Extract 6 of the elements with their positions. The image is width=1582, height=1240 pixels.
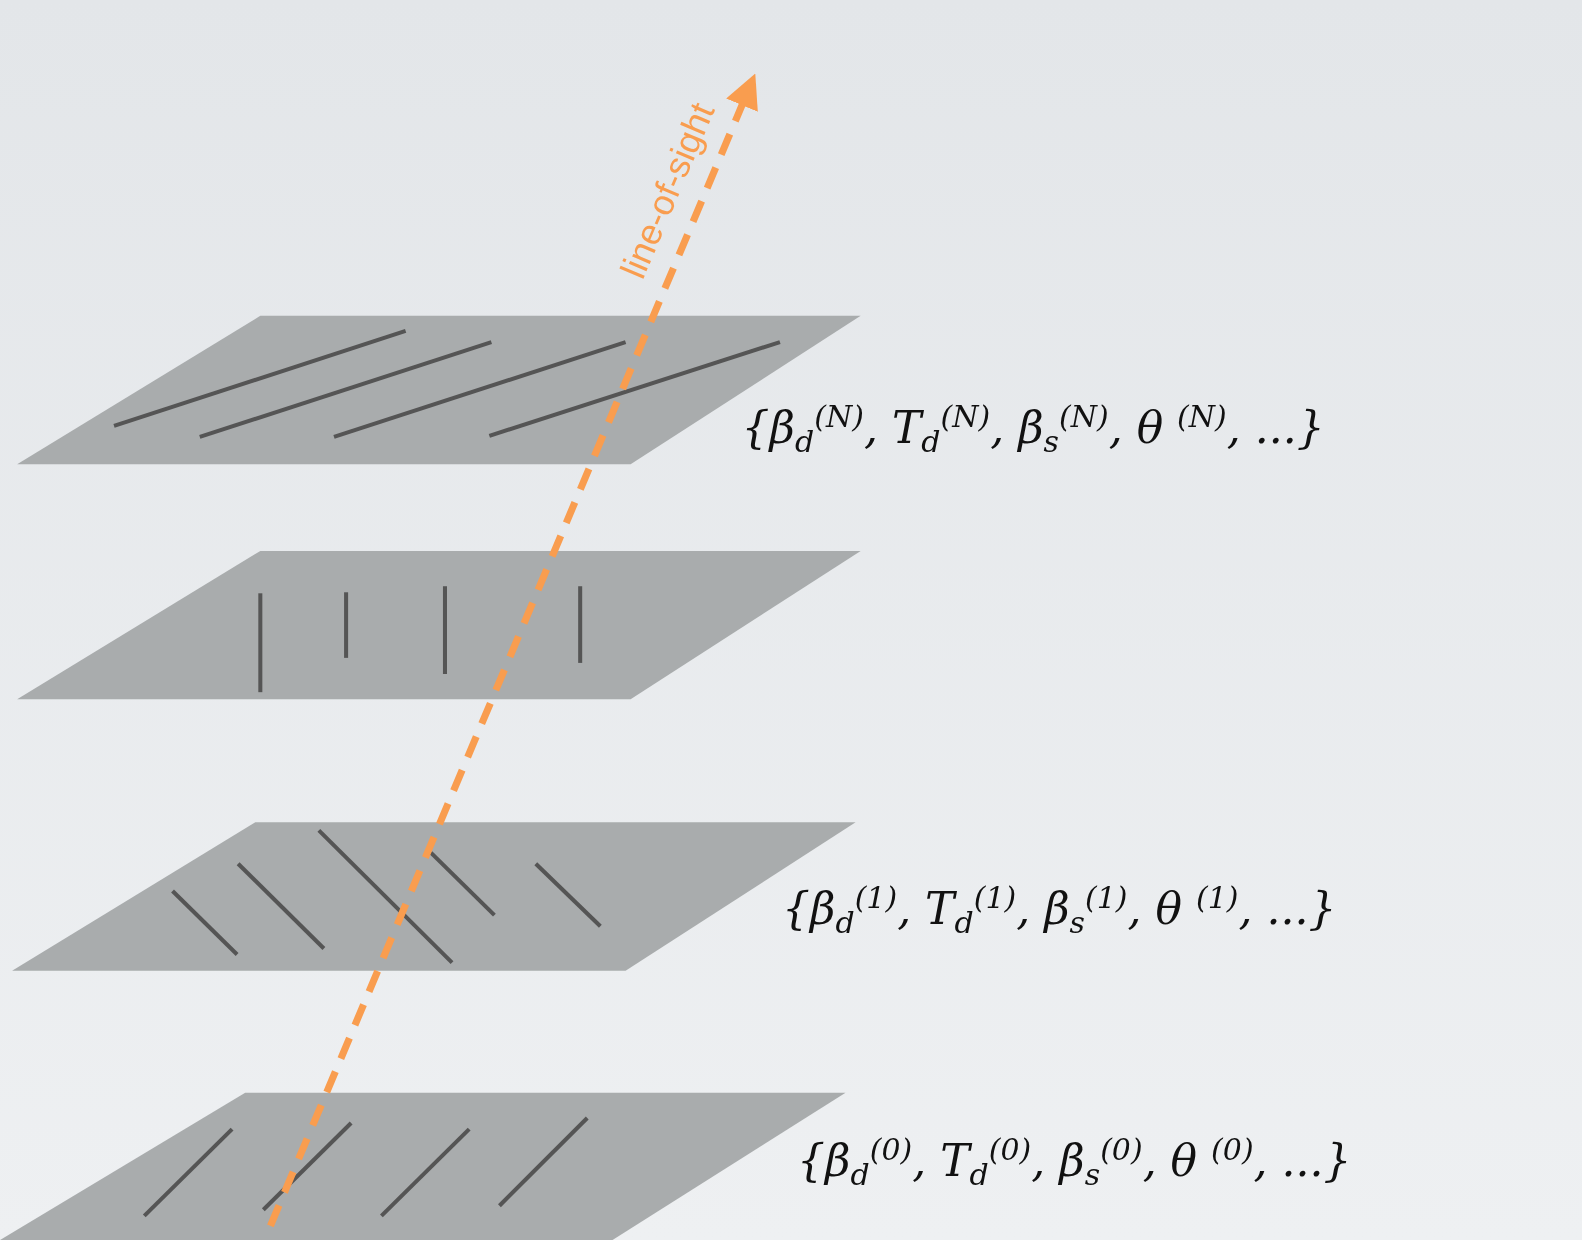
- striped-layer-drawing: [12, 822, 856, 971]
- striped-layer-drawing: [17, 315, 861, 465]
- parameter-set-label: {β$_{d}$$^{(0)}$, T$_{d}$$^{(0)}$, β$_{s}$$^{(0)}$, θ $^{(0)}$, ...}: [797, 1132, 1352, 1193]
- parameter-set-label: {β$_{d}$$^{(1)}$, T$_{d}$$^{(1)}$, β$_{s}$$^{(1)}$, θ $^{(1)}$, ...}: [781, 879, 1337, 941]
- striped-layer-drawing: [17, 550, 861, 700]
- parameter-set-label: {β$_{d}$$^{(N)}$, T$_{d}$$^{(N)}$, β$_{s}$$^{(N)}$, θ $^{(N)}$, ...}: [741, 398, 1325, 459]
